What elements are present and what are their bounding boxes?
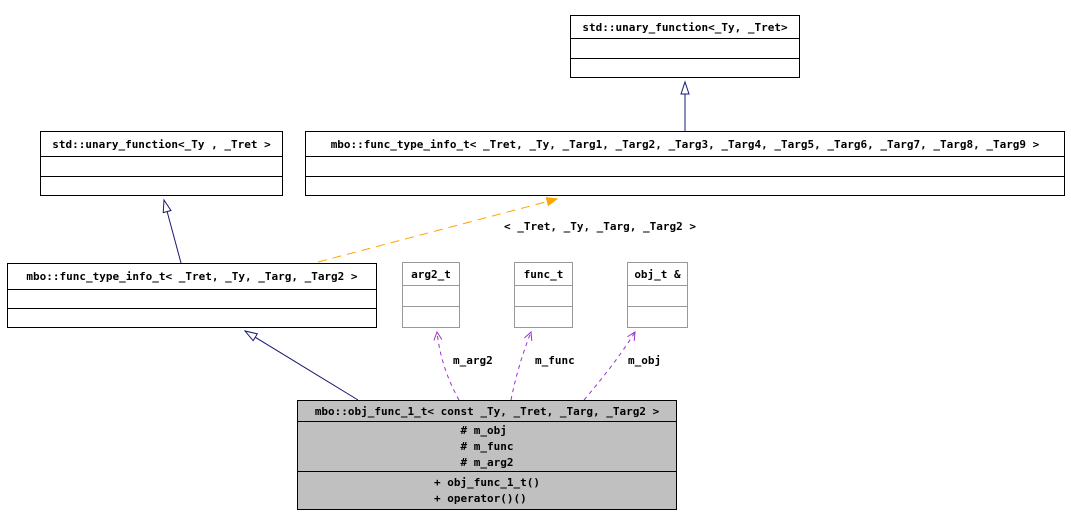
class-title: mbo::func_type_info_t< _Tret, _Ty, _Targ… [8,264,376,290]
attribute-m-func: # m_func [460,439,514,453]
attributes-compartment-empty [515,286,572,307]
class-node-obj-func-1-t[interactable]: mbo::obj_func_1_t< const _Ty, _Tret, _Ta… [297,400,677,510]
attributes-compartment-empty [8,290,376,309]
methods-compartment-empty [403,307,459,327]
inheritance-edge-instance-to-unary [162,198,182,264]
attributes-compartment-empty [306,157,1064,177]
edge-label-m-arg2: m_arg2 [453,354,493,367]
methods-compartment-empty [628,307,687,327]
attributes-compartment-empty [571,39,799,59]
usage-edge-m-func [510,330,533,401]
methods-compartment-empty [571,59,799,78]
methods-compartment-empty [8,309,376,327]
inheritance-edge-objfunc-to-instance [243,330,359,401]
class-title: obj_t & [628,263,687,286]
class-title: mbo::obj_func_1_t< const _Ty, _Tret, _Ta… [298,401,676,422]
methods-compartment-empty [41,177,282,196]
attributes-compartment: # m_obj # m_func # m_arg2 [298,422,676,472]
attributes-compartment-empty [41,157,282,177]
class-node-std-unary-function-top[interactable]: std::unary_function<_Ty, _Tret> [570,15,800,78]
methods-compartment-empty [515,307,572,327]
methods-compartment: + obj_func_1_t() + operator()() [298,472,676,509]
method-constructor: + obj_func_1_t() [434,475,540,489]
class-title: func_t [515,263,572,286]
class-title: mbo::func_type_info_t< _Tret, _Ty, _Targ… [306,132,1064,157]
class-node-arg2-t[interactable]: arg2_t [402,262,460,328]
class-title: arg2_t [403,263,459,286]
attribute-m-arg2: # m_arg2 [460,455,514,469]
class-node-func-type-info-instance[interactable]: mbo::func_type_info_t< _Tret, _Ty, _Targ… [7,263,377,328]
methods-compartment-empty [306,177,1064,196]
edge-label-m-obj: m_obj [628,354,662,367]
class-node-obj-t[interactable]: obj_t & [627,262,688,328]
class-node-func-t[interactable]: func_t [514,262,573,328]
attributes-compartment-empty [403,286,459,307]
class-title: std::unary_function<_Ty , _Tret > [41,132,282,157]
edge-label-template-args: < _Tret, _Ty, _Targ, _Targ2 > [503,220,697,233]
attributes-compartment-empty [628,286,687,307]
attribute-m-obj: # m_obj [460,423,507,437]
method-operator-call: + operator()() [434,491,527,505]
class-node-std-unary-function-left[interactable]: std::unary_function<_Ty , _Tret > [40,131,283,196]
edge-label-m-func: m_func [535,354,575,367]
class-title: std::unary_function<_Ty, _Tret> [571,16,799,39]
class-node-func-type-info-template[interactable]: mbo::func_type_info_t< _Tret, _Ty, _Targ… [305,131,1065,196]
